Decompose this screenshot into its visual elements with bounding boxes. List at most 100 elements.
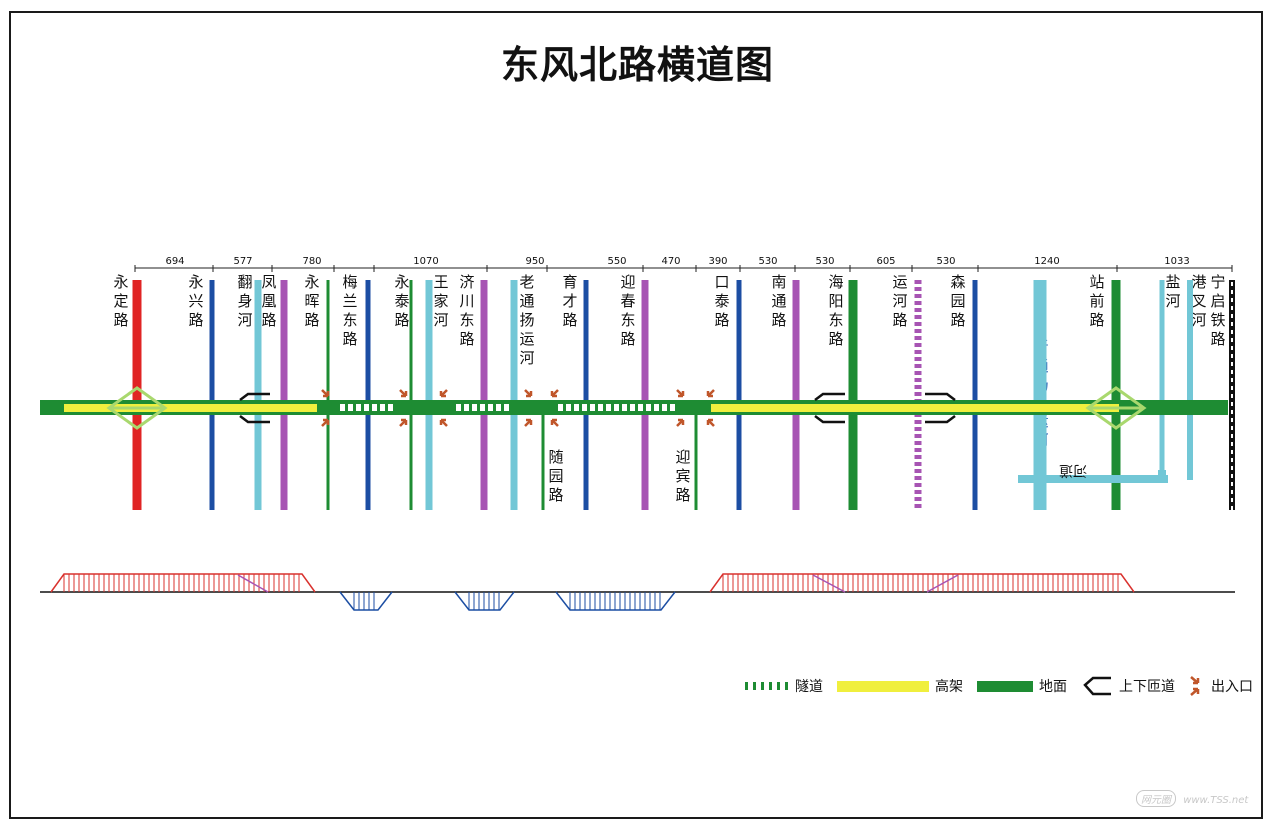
river-label: 河道 <box>1059 462 1087 478</box>
tunnel-dash <box>472 404 477 411</box>
street-dash <box>914 357 922 361</box>
railway-tie <box>1231 474 1233 478</box>
street-label: 口泰路 <box>714 273 729 329</box>
legend-elevated: 高架 <box>837 676 963 696</box>
street-line <box>694 412 698 510</box>
railway-tie <box>1231 290 1233 294</box>
street-dash <box>914 350 922 354</box>
tunnel-dash <box>606 404 611 411</box>
profile-ramp <box>812 574 846 593</box>
tunnel-dash <box>670 404 675 411</box>
railway-tie <box>1231 314 1233 318</box>
street-label: 宁启铁路 <box>1210 273 1225 348</box>
distance-label: 390 <box>708 256 727 267</box>
elevated-section <box>64 404 317 412</box>
street-line <box>972 280 978 510</box>
legend-label: 出入口 <box>1211 679 1253 695</box>
ramp-icon <box>1083 676 1111 696</box>
street-dash <box>914 469 922 473</box>
tunnel-dash <box>488 404 493 411</box>
exit-arrow <box>321 418 330 427</box>
street-label: 盐河 <box>1165 273 1180 310</box>
tunnel-dash <box>590 404 595 411</box>
tunnel-dash <box>348 404 353 411</box>
street-dash <box>914 490 922 494</box>
ground-swatch <box>977 680 1033 692</box>
street-line <box>583 280 589 510</box>
ramp <box>239 392 270 424</box>
street-label: 海阳东路 <box>828 273 843 348</box>
street-label: 港叉河 <box>1191 273 1206 329</box>
street-dash <box>914 322 922 326</box>
exit-arrow <box>524 418 533 427</box>
street-dash <box>914 329 922 333</box>
exit-arrow <box>439 418 448 427</box>
legend-label: 隧道 <box>795 679 823 695</box>
street-dash <box>914 504 922 508</box>
street-line <box>132 280 142 510</box>
distance-label: 530 <box>936 256 955 267</box>
street-label: 翻身河 <box>237 273 252 329</box>
street-label: 济川东路 <box>459 273 474 348</box>
street-line <box>510 280 518 510</box>
distance-label: 577 <box>233 256 252 267</box>
street-label: 梅兰东路 <box>342 273 357 348</box>
legend-ground: 地面 <box>977 676 1067 696</box>
legend-label: 上下匝道 <box>1119 679 1175 695</box>
watermark-logo: 网元圈 <box>1136 790 1176 807</box>
street-line <box>1159 280 1165 482</box>
watermark: 网元圈 www.TSS.net <box>1136 790 1256 810</box>
tunnel-swatch <box>745 682 789 690</box>
street-label: 随园路 <box>548 448 563 504</box>
tunnel-dash <box>464 404 469 411</box>
street-label: 永泰路 <box>394 273 409 329</box>
tunnel-dash <box>558 404 563 411</box>
exit-arrow <box>706 389 715 398</box>
legend: 隧道 高架 地面 上下匝道 出入口 <box>745 673 1267 699</box>
street-dash <box>914 455 922 459</box>
tunnel-dash <box>614 404 619 411</box>
exit-arrow-icon <box>1190 676 1200 696</box>
legend-exit: 出入口 <box>1189 675 1253 697</box>
street-dash <box>914 315 922 319</box>
ramp <box>814 392 845 424</box>
tunnel-dash <box>622 404 627 411</box>
railway-tie <box>1231 450 1233 454</box>
street-dash <box>914 385 922 389</box>
exit-arrow <box>550 418 559 427</box>
railway-tie <box>1231 482 1233 486</box>
distance-label: 1070 <box>413 256 438 267</box>
railway-tie <box>1231 346 1233 350</box>
street-dash <box>914 462 922 466</box>
exit-arrow <box>676 389 685 398</box>
railway-tie <box>1231 402 1233 406</box>
street-label: 站前路 <box>1089 273 1104 329</box>
street-line <box>641 280 649 510</box>
street-label: 凤凰路 <box>261 273 276 329</box>
railway-tie <box>1231 434 1233 438</box>
railway-tie <box>1231 426 1233 430</box>
railway-tie <box>1231 498 1233 502</box>
railway-tie <box>1231 466 1233 470</box>
street-dash <box>914 378 922 382</box>
tunnel-dash <box>480 404 485 411</box>
street-dash <box>914 308 922 312</box>
tunnel-dash <box>456 404 461 411</box>
tunnel-dash <box>356 404 361 411</box>
tunnel-dash <box>646 404 651 411</box>
railway-tie <box>1231 378 1233 382</box>
railway-tie <box>1231 306 1233 310</box>
street-label: 王家河 <box>433 273 448 329</box>
street-line <box>848 280 858 510</box>
distance-label: 470 <box>661 256 680 267</box>
distance-label: 1240 <box>1034 256 1059 267</box>
railway-tie <box>1231 394 1233 398</box>
tunnel-dash <box>654 404 659 411</box>
distance-label: 1033 <box>1164 256 1189 267</box>
main-road <box>40 400 1228 415</box>
street-dash <box>914 476 922 480</box>
watermark-text: www.TSS.net <box>1183 795 1249 806</box>
railway-tie <box>1231 458 1233 462</box>
street-label: 永兴路 <box>188 273 203 329</box>
railway-tie <box>1231 338 1233 342</box>
